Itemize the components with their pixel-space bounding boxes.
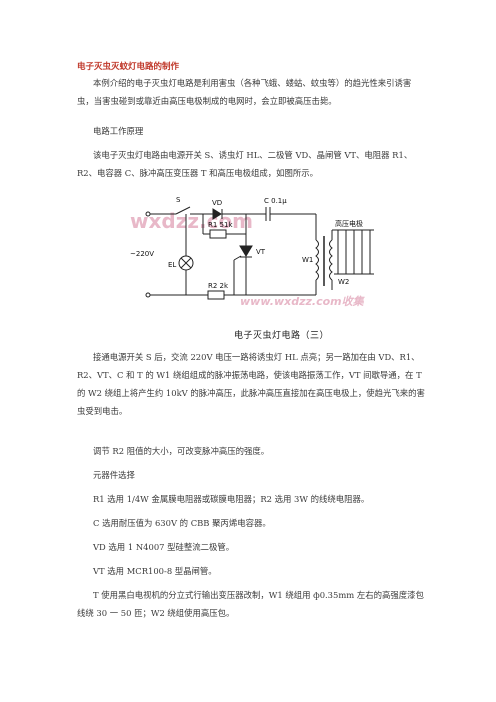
thyristor-vt: [239, 245, 253, 257]
label-220v: ~220V: [130, 250, 154, 258]
label-r1: R1 51k: [208, 221, 233, 229]
label-w1: W1: [302, 256, 313, 264]
coil-w1: [315, 239, 319, 281]
label-el: EL: [168, 261, 176, 269]
component-thyristor: VT 选用 MCR100-8 型晶闸管。: [93, 566, 217, 576]
component-capacitor: C 选用耐压值为 630V 的 CBB 聚丙烯电容器。: [93, 518, 271, 528]
watermark-bottom: www.wxdzz.com收集: [240, 295, 366, 308]
label-s: S: [176, 196, 181, 204]
diode-vd: [212, 208, 222, 220]
diagram-caption: 电子灭虫灯电路（三）: [234, 331, 330, 341]
component-transformer: T 使用黑白电视机的分立式行输出变压器改制，W1 绕组用 ф0.35mm 左右的…: [77, 590, 424, 618]
intro-paragraph: 本例介绍的电子灭虫灯电路是利用害虫（各种飞蛾、蝼蛄、蚊虫等）的趋光性来引诱害虫，…: [77, 78, 412, 106]
terminal-bottom: [145, 292, 151, 298]
watermark-top: wxdzz.com: [130, 209, 253, 233]
component-resistors: R1 选用 1/4W 金属膜电阻器或碳膜电阻器；R2 选用 3W 的线绕电阻器。: [93, 494, 370, 504]
components-heading: 元器件选择: [93, 470, 135, 480]
principle-heading: 电路工作原理: [93, 126, 144, 136]
operation-paragraph: 接通电源开关 S 后，交流 220V 电压一路将诱虫灯 HL 点亮；另一路加在由…: [77, 352, 425, 416]
circuit-diagram: wxdzz.com www.wxdzz.com收集: [130, 196, 374, 308]
coil-w2: [329, 239, 333, 281]
label-vt: VT: [256, 248, 266, 256]
adjust-paragraph: 调节 R2 阻值的大小，可改变脉冲高压的强度。: [93, 446, 270, 456]
component-diode: VD 选用 1 N4007 型硅整流二极管。: [93, 542, 235, 552]
label-c: C 0.1μ: [264, 197, 287, 205]
principle-paragraph: 该电子灭虫灯电路由电源开关 S、诱虫灯 HL、二极管 VD、晶闸管 VT、电阻器…: [77, 150, 413, 178]
label-r2: R2 2k: [208, 282, 229, 290]
label-w2: W2: [338, 278, 349, 286]
switch-s: [175, 206, 191, 215]
document-title: 电子灭虫灭蚊灯电路的制作: [77, 62, 180, 72]
label-vd: VD: [212, 199, 222, 207]
resistor-r2: [207, 290, 225, 300]
label-electrode: 高压电极: [335, 219, 363, 228]
